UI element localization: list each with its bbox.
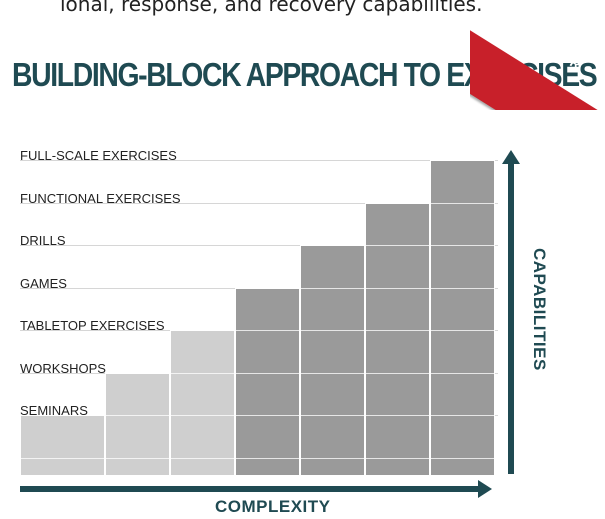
column-block: [170, 330, 235, 476]
block-separator: [235, 372, 300, 374]
block-separator: [170, 457, 235, 459]
block-separator: [365, 372, 430, 374]
row-label: FUNCTIONAL EXERCISES: [20, 190, 181, 206]
block-separator: [365, 245, 430, 246]
block-separator: [430, 245, 495, 246]
complexity-label: COMPLEXITY: [215, 497, 331, 516]
column-block: [300, 245, 365, 476]
block-separator: [365, 415, 430, 416]
capabilities-label: CAPABILITIES: [530, 248, 549, 371]
block-separator: [300, 330, 365, 331]
row-label: DRILLS: [20, 233, 66, 248]
block-separator: [235, 457, 300, 459]
block-separator: [105, 415, 170, 416]
column-block: [235, 287, 300, 476]
row-label: WORKSHOPS: [20, 360, 106, 376]
block-separator: [365, 457, 430, 459]
capabilities-arrowhead: [502, 150, 520, 164]
block-separator: [300, 372, 365, 374]
complexity-arrow: [20, 486, 480, 492]
column-block: [105, 372, 170, 476]
building-block-diagram: FULL-SCALE EXERCISES FUNCTIONAL EXERCISES…: [20, 140, 500, 480]
ribbon-text: CDPR: [544, 40, 584, 73]
block-separator: [430, 287, 495, 289]
block-separator: [365, 287, 430, 289]
block-separator: [300, 415, 365, 416]
row-label: FULL-SCALE EXERCISES: [20, 148, 177, 163]
complexity-arrowhead: [478, 480, 492, 498]
block-separator: [300, 457, 365, 459]
row-label: SEMINARS: [20, 403, 88, 418]
row-divider: [20, 160, 498, 161]
block-separator: [235, 330, 300, 331]
block-separator: [430, 372, 495, 374]
column-block: [20, 415, 105, 476]
row-divider: [20, 245, 498, 246]
block-separator: [430, 202, 495, 204]
column-block: [365, 202, 430, 476]
block-separator: [430, 330, 495, 331]
block-separator: [170, 415, 235, 416]
block-separator: [365, 330, 430, 331]
row-label: GAMES: [20, 275, 67, 291]
corner-ribbon-badge[interactable]: CDPR: [470, 10, 605, 110]
block-separator: [20, 457, 105, 459]
row-divider: [20, 202, 498, 204]
column-block: [430, 160, 495, 476]
cropped-intro-text: ional, response, and recovery capabiliti…: [60, 0, 483, 16]
block-separator: [430, 457, 495, 459]
capabilities-arrow: [508, 162, 514, 474]
block-separator: [105, 457, 170, 459]
block-separator: [170, 372, 235, 374]
block-separator: [430, 415, 495, 416]
row-label: TABLETOP EXERCISES: [20, 318, 165, 333]
block-separator: [300, 287, 365, 289]
block-separator: [235, 415, 300, 416]
